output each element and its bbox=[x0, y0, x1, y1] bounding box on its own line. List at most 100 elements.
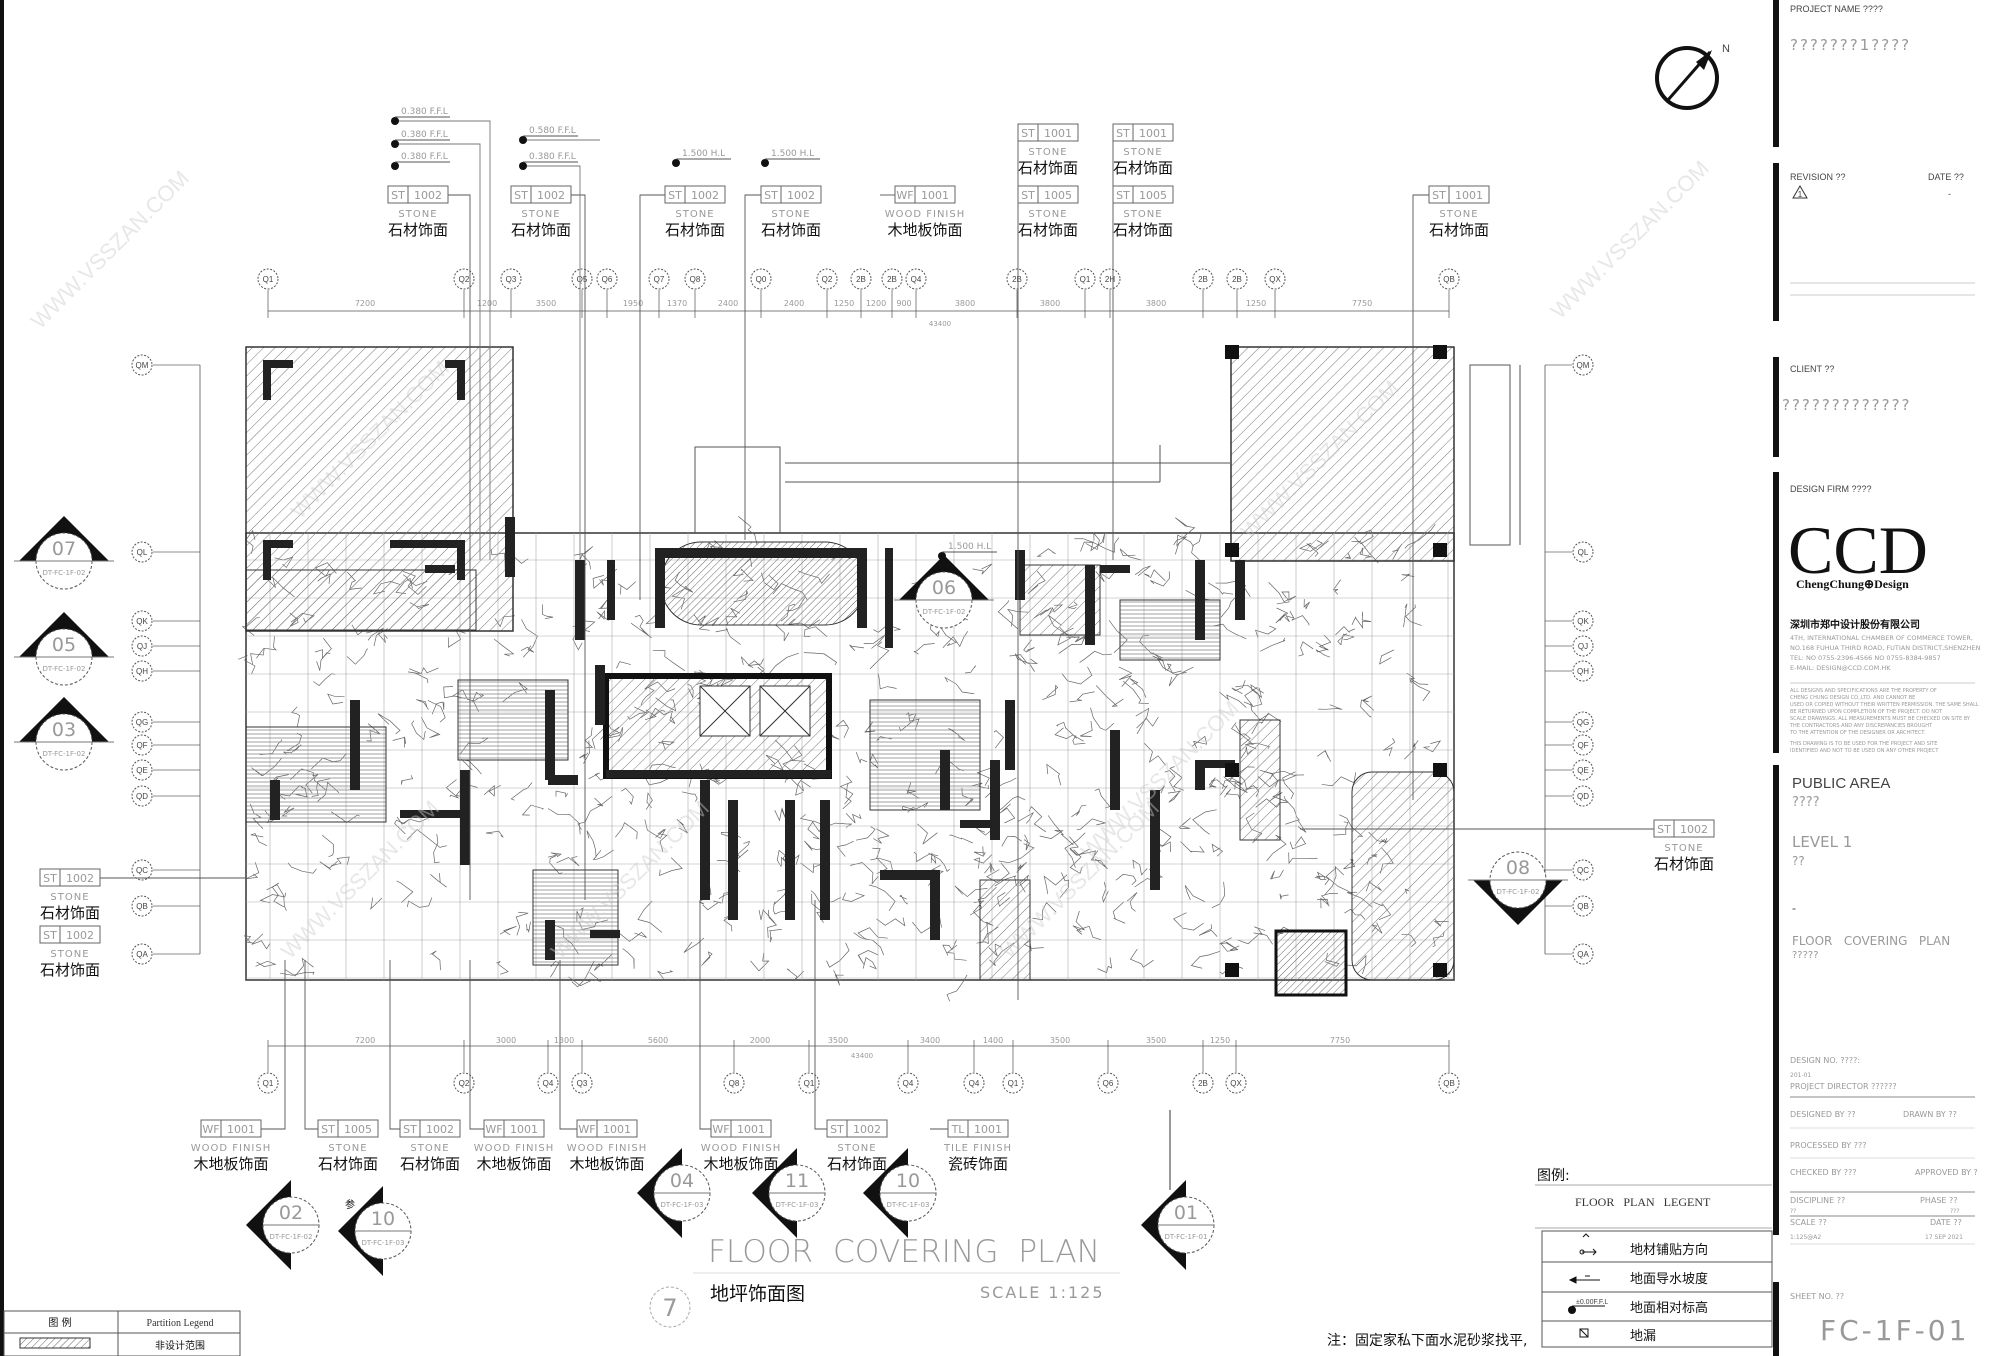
stone-vein bbox=[1207, 582, 1234, 595]
stone-vein bbox=[1218, 691, 1247, 708]
grid-label: Q4 bbox=[969, 1079, 980, 1088]
grid-label: Q4 bbox=[911, 275, 922, 284]
stone-vein bbox=[1164, 770, 1176, 792]
grid-bubble-top: QX bbox=[1264, 268, 1286, 290]
stone-vein bbox=[644, 819, 666, 839]
material-number: 1001 bbox=[974, 1123, 1002, 1136]
grid-bubble-top: Q5 bbox=[571, 268, 593, 290]
dimension-value: 7750 bbox=[1352, 299, 1372, 308]
stone-vein bbox=[772, 901, 792, 915]
dimension-value: 7750 bbox=[1330, 1036, 1350, 1045]
material-name-cn: 木地板饰面 bbox=[476, 1155, 551, 1173]
stone-vein bbox=[857, 927, 888, 940]
section-number: 02 bbox=[279, 1202, 303, 1224]
slope-arrow-icon bbox=[1568, 1275, 1600, 1284]
grid-label: 2B bbox=[1198, 1079, 1208, 1088]
stone-vein bbox=[316, 652, 331, 671]
column bbox=[1433, 963, 1447, 977]
wall-segment bbox=[263, 540, 271, 580]
wall-segment bbox=[1195, 760, 1205, 790]
stone-vein bbox=[1143, 569, 1166, 582]
grid-label: QJ bbox=[137, 642, 147, 651]
sheet-no-label: SHEET NO. ?? bbox=[1790, 1292, 1844, 1301]
grid-label: QJ bbox=[1578, 642, 1588, 651]
material-number: 1002 bbox=[426, 1123, 454, 1136]
wall-segment bbox=[545, 690, 555, 780]
section-number: 10 bbox=[896, 1170, 920, 1192]
disclaimer-line: TO THE ATTENTION OF THE DESIGNER OR ARCH… bbox=[1789, 730, 1926, 736]
dimension-value: 1250 bbox=[1246, 299, 1266, 308]
stone-vein bbox=[946, 974, 968, 1002]
wall-segment bbox=[263, 360, 271, 400]
section-reference: DT-FC-1F-01 bbox=[1165, 1233, 1208, 1241]
material-name-cn: 木地板饰面 bbox=[703, 1155, 778, 1173]
wall-segment bbox=[1015, 550, 1025, 600]
stone-vein bbox=[1023, 639, 1035, 653]
disclaimer-line: SCALE DRAWINGS. ALL MEASUREMENTS MUST BE… bbox=[1790, 716, 1971, 722]
grid-label: QD bbox=[136, 792, 148, 801]
grid-bubble-top: 2B bbox=[1192, 268, 1214, 290]
stone-vein bbox=[1076, 818, 1107, 831]
stone-vein bbox=[622, 948, 635, 969]
material-code: ST bbox=[391, 189, 405, 202]
stone-vein bbox=[1046, 763, 1062, 786]
stone-vein bbox=[949, 834, 973, 844]
stone-vein bbox=[797, 776, 811, 792]
grid-label: Q1 bbox=[1008, 1079, 1019, 1088]
phase: PHASE ?? bbox=[1920, 1196, 1957, 1205]
address-line: TEL: NO 0755-2396-4566 NO 0755-8384-9857 bbox=[1789, 654, 1941, 662]
stone-vein bbox=[515, 911, 529, 936]
grid-label: Q1 bbox=[263, 1079, 274, 1088]
stone-vein bbox=[284, 957, 314, 977]
grid-bubble-bottom: Q4 bbox=[963, 1072, 985, 1094]
material-number: 1001 bbox=[1139, 127, 1167, 140]
stone-vein bbox=[594, 795, 613, 807]
floor-drain-icon bbox=[1579, 1328, 1589, 1338]
stone-vein bbox=[833, 970, 844, 986]
stone-vein bbox=[556, 856, 580, 867]
stone-vein bbox=[855, 826, 876, 841]
wall-segment bbox=[595, 665, 605, 725]
grid-label: 2B bbox=[887, 275, 897, 284]
stone-vein bbox=[291, 706, 300, 727]
material-number: 1002 bbox=[1680, 823, 1708, 836]
stone-vein bbox=[1340, 633, 1355, 645]
stone-vein bbox=[483, 784, 501, 797]
stone-vein bbox=[1275, 607, 1289, 624]
wall-segment bbox=[960, 820, 990, 828]
stone-vein bbox=[460, 759, 482, 775]
wall-segment bbox=[350, 700, 360, 790]
grid-bubble-bottom: Q2 bbox=[453, 1072, 475, 1094]
disclaimer-line: BE RETURNED UPON COMPLETION OF THE PROJE… bbox=[1790, 709, 1943, 715]
legend-title: 图例: bbox=[1537, 1168, 1570, 1184]
material-number: 1002 bbox=[787, 189, 815, 202]
material-number: 1001 bbox=[510, 1123, 538, 1136]
upper-open-area bbox=[694, 364, 1521, 546]
stone-vein bbox=[1129, 678, 1147, 698]
dimension-total: 43400 bbox=[851, 1052, 873, 1060]
grid-label: 2B bbox=[1232, 275, 1242, 284]
design-no-value: 201-01 bbox=[1790, 1072, 1811, 1079]
material-code: ST bbox=[764, 189, 778, 202]
stone-vein bbox=[999, 803, 1016, 824]
wall-segment bbox=[1100, 565, 1130, 573]
stone-vein bbox=[1191, 735, 1208, 749]
grid-bubble-left: QA bbox=[131, 943, 153, 965]
stone-vein bbox=[676, 819, 689, 834]
material-name-en: STONE bbox=[1439, 209, 1478, 220]
